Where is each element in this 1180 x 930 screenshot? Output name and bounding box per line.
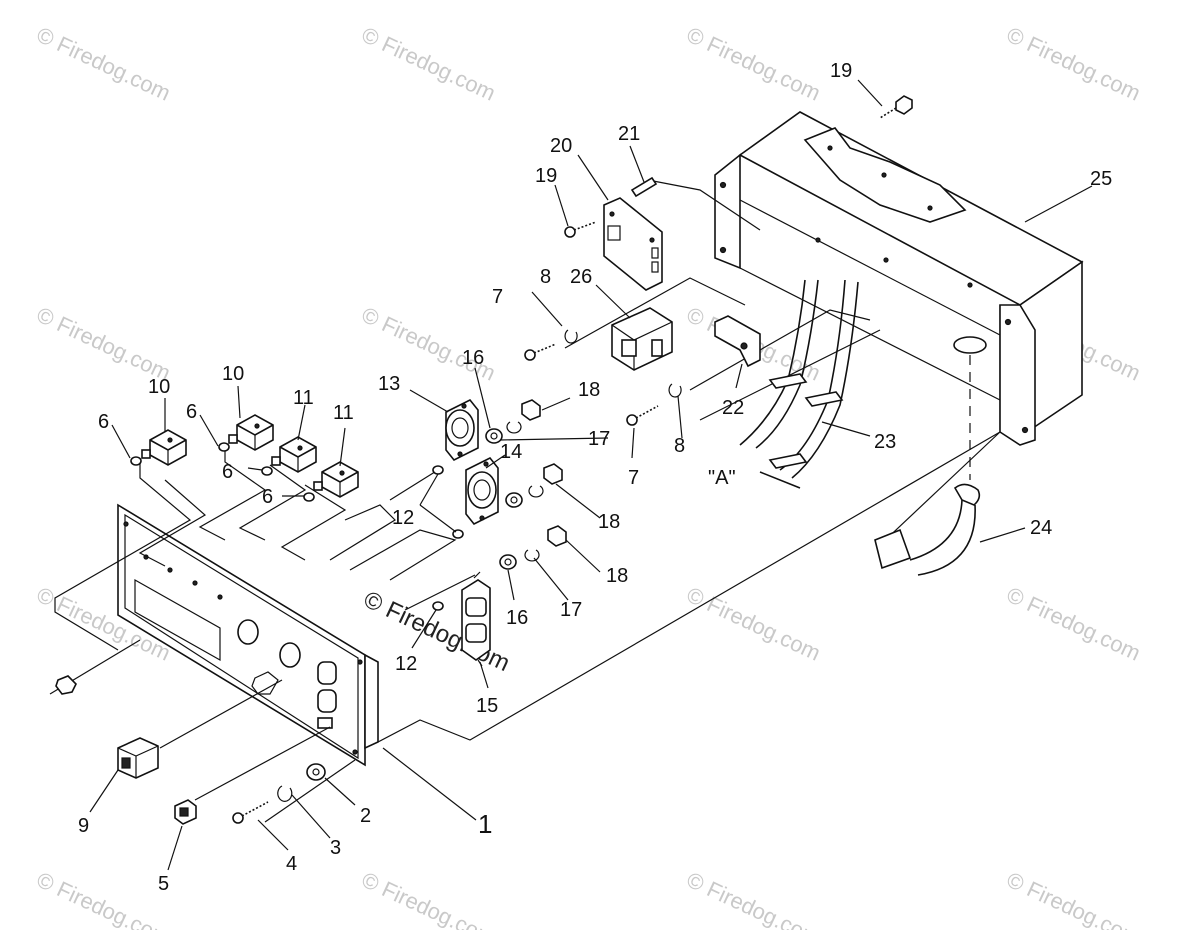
callout-6: 6: [186, 401, 197, 423]
watermark: © Firedog.com: [1003, 582, 1145, 666]
callout-15: 15: [476, 695, 498, 717]
callout-4: 4: [286, 853, 297, 875]
standoff-21: [630, 176, 658, 198]
control-box-25: [714, 111, 1084, 480]
callout-21: 21: [618, 123, 640, 145]
callout-19: 19: [535, 165, 557, 187]
callout-9: 9: [78, 815, 89, 837]
screws-19: [564, 95, 913, 238]
watermark: © Firedog.com: [1003, 867, 1145, 930]
callout-26: 26: [570, 266, 592, 288]
callout-10: 10: [222, 363, 244, 385]
lock-washer-3: [277, 785, 293, 802]
callout-16: 16: [506, 607, 528, 629]
callout-14: 14: [500, 441, 522, 463]
screws-7: [524, 343, 659, 426]
bracket-22: [714, 315, 761, 368]
callout-2: 2: [360, 805, 371, 827]
callout-labels: 1 2 3 4 5 6 6 6 6 7 7 8 8 9 10 10 11 11 …: [78, 60, 1112, 895]
receptacle-13: [445, 398, 479, 462]
callout-5: 5: [158, 873, 169, 895]
watermark: © Firedog.com: [33, 867, 175, 930]
watermark: © Firedog.com: [683, 867, 825, 930]
cover-5: [174, 799, 197, 825]
callout-13: 13: [378, 373, 400, 395]
callout-8: 8: [540, 266, 551, 288]
wire-harness-23: [739, 279, 859, 489]
callout-6: 6: [222, 461, 233, 483]
receptacle-14: [465, 456, 499, 526]
callout-7: 7: [628, 467, 639, 489]
callout-3: 3: [330, 837, 341, 859]
callout-6: 6: [262, 486, 273, 508]
lock-rings-6: [130, 442, 315, 502]
assembly-lines: [49, 179, 1001, 823]
callout-11: 11: [333, 402, 354, 424]
callout-12: 12: [395, 653, 417, 675]
callout-19: 19: [830, 60, 852, 82]
hardware-rings-12: [432, 465, 464, 611]
toggle-switch-10: [141, 429, 187, 466]
rocker-switch-9: [117, 737, 159, 779]
washers-16: [485, 428, 523, 570]
callout-8: 8: [674, 435, 685, 457]
washers-8: [564, 329, 682, 398]
callout-1: 1: [478, 809, 492, 839]
callout-16: 16: [462, 347, 484, 369]
lock-washers-17: [506, 421, 544, 562]
callout-18: 18: [598, 511, 620, 533]
callout-18: 18: [578, 379, 600, 401]
washer-2: [306, 763, 326, 781]
callout-22: 22: [722, 397, 744, 419]
callout-11: 11: [293, 387, 314, 409]
callout-6: 6: [98, 411, 109, 433]
watermark: © Firedog.com: [683, 22, 825, 106]
watermark: © Firedog.com: [683, 582, 825, 666]
callout-17: 17: [560, 599, 582, 621]
callout-7: 7: [492, 286, 503, 308]
circuit-board-20: [603, 197, 663, 291]
screw-4: [232, 801, 269, 824]
watermark: © Firedog.com: [1003, 22, 1145, 106]
toggle-switch-11: [271, 436, 317, 473]
watermark-layer: © Firedog.com © Firedog.com © Firedog.co…: [33, 22, 1145, 930]
callout-23: 23: [874, 431, 896, 453]
front-panel-1: [117, 503, 379, 767]
watermark: © Firedog.com: [358, 22, 500, 106]
callout-25: 25: [1090, 168, 1112, 190]
toggle-switch-11: [313, 461, 359, 498]
lock-nut-ring: [55, 675, 77, 695]
callout-leaders: [89, 79, 1093, 871]
callout-10: 10: [148, 376, 170, 398]
watermark: © Firedog.com: [358, 867, 500, 930]
nuts-18: [521, 399, 567, 547]
relay-26: [611, 307, 673, 371]
toggle-switch-10: [228, 414, 274, 451]
callout-24: 24: [1030, 517, 1052, 539]
callout-17: 17: [588, 428, 610, 450]
watermark: © Firedog.com: [33, 22, 175, 106]
elbow-fitting-24: [874, 483, 981, 576]
callout-20: 20: [550, 135, 572, 157]
duplex-receptacle-15: [461, 571, 491, 667]
detail-label-a: "A": [708, 467, 736, 489]
callout-12: 12: [392, 507, 414, 529]
callout-18: 18: [606, 565, 628, 587]
watermark: © Firedog.com: [33, 302, 175, 386]
